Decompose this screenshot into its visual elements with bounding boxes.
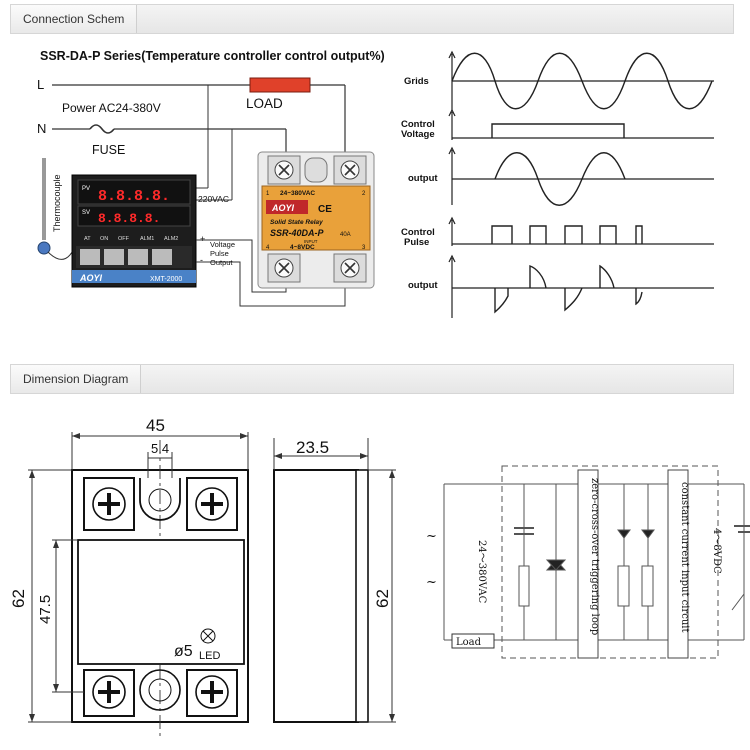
svg-text:Grids: Grids <box>404 76 429 87</box>
svg-text:Voltage: Voltage <box>210 240 235 249</box>
svg-text:4~8VDC: 4~8VDC <box>290 244 315 251</box>
svg-text:+: + <box>200 234 205 244</box>
svg-text:Solid State Relay: Solid State Relay <box>270 219 323 226</box>
dim-depth: 23.5 <box>296 438 329 457</box>
svg-text:INPUT: INPUT <box>304 239 318 244</box>
svg-text:PV: PV <box>82 186 90 192</box>
dim-hole: ø5 <box>174 643 193 660</box>
temperature-controller: PV SV 8.8.8.8. 8.8.8.8. AT ON OFF ALM1 A… <box>71 174 197 288</box>
svg-text:CE: CE <box>318 204 332 215</box>
svg-text:Control: Control <box>401 119 435 130</box>
section-header-connection: Connection Schem <box>10 4 734 34</box>
load-label: LOAD <box>246 96 283 111</box>
dim-height-outer: 62 <box>9 589 28 608</box>
svg-text:AOYI: AOYI <box>79 273 103 283</box>
power-label: Power AC24-380V <box>62 101 161 115</box>
svg-text:OFF: OFF <box>118 236 130 242</box>
dc-range-label: 4～8VDC <box>711 528 722 574</box>
load-resistor <box>249 77 311 93</box>
tab-dimension-diagram[interactable]: Dimension Diagram <box>11 365 142 393</box>
line-l-label: L <box>37 77 44 92</box>
constant-current-label: constant current input circuit <box>679 482 690 632</box>
fuse-label: FUSE <box>92 143 125 157</box>
section-header-dimension: Dimension Diagram <box>10 364 734 394</box>
svg-text:2: 2 <box>362 191 366 197</box>
svg-text:Control: Control <box>401 227 435 238</box>
ac-range-label: 24～380VAC <box>476 540 487 604</box>
svg-text:ALM2: ALM2 <box>164 236 178 242</box>
dim-height-inner: 47.5 <box>37 595 54 624</box>
svg-text:output: output <box>408 173 438 184</box>
fuse-symbol <box>89 124 115 134</box>
vac220-label: 220VAC <box>198 194 229 204</box>
zero-cross-label: zero-cross-over triggering loop <box>589 478 600 635</box>
voltage-pulse-output-label: Voltage Pulse Output <box>210 240 235 267</box>
tab-connection-schem[interactable]: Connection Schem <box>11 5 138 33</box>
wiring-title: SSR-DA-P Series(Temperature controller c… <box>40 49 385 63</box>
svg-text:output: output <box>408 280 438 291</box>
svg-text:AT: AT <box>84 236 91 242</box>
sv-display: 8.8.8.8. <box>98 211 160 226</box>
svg-text:ON: ON <box>100 236 108 242</box>
thermocouple-label: Thermocouple <box>52 174 62 232</box>
svg-text:Pulse: Pulse <box>404 237 429 248</box>
ssr-module: 24~380VAC 1 2 AOYI CE Solid State Relay … <box>257 151 375 289</box>
controller-key-2[interactable] <box>104 249 124 265</box>
dim-width: 45 <box>146 416 165 435</box>
svg-text:1: 1 <box>266 191 270 197</box>
svg-text:Pulse: Pulse <box>210 249 229 258</box>
internal-circuit <box>443 465 750 659</box>
pv-display: 8.8.8.8. <box>98 188 170 205</box>
svg-text:ALM1: ALM1 <box>140 236 154 242</box>
svg-text:40A: 40A <box>340 232 351 238</box>
svg-text:~: ~ <box>426 529 437 544</box>
svg-text:Voltage: Voltage <box>401 129 435 140</box>
line-n-label: N <box>37 121 46 136</box>
svg-text:4: 4 <box>266 245 270 251</box>
ssr-brand: AOYI <box>271 203 295 213</box>
svg-text:XMT-2000: XMT-2000 <box>150 276 182 283</box>
controller-key-3[interactable] <box>128 249 148 265</box>
svg-text:3: 3 <box>362 245 366 251</box>
dimension-front-view: 45 5.4 ø5 LED 62 47.5 <box>9 416 249 738</box>
waveform-plots <box>448 50 714 318</box>
controller-key-4[interactable] <box>152 249 172 265</box>
led-label: LED <box>199 650 220 662</box>
svg-text:24~380VAC: 24~380VAC <box>280 190 315 197</box>
svg-text:-: - <box>200 255 203 265</box>
dimension-side-view: 23.5 62 <box>273 438 396 723</box>
controller-key-1[interactable] <box>80 249 100 265</box>
load-box-label: Load <box>456 637 482 648</box>
svg-text:SV: SV <box>82 210 90 216</box>
dim-height-side: 62 <box>373 589 392 608</box>
waveform-labels: Grids Control Voltage output Control Pul… <box>401 76 438 291</box>
ssr-model: SSR-40DA-P <box>270 228 325 238</box>
svg-text:~: ~ <box>426 575 437 590</box>
